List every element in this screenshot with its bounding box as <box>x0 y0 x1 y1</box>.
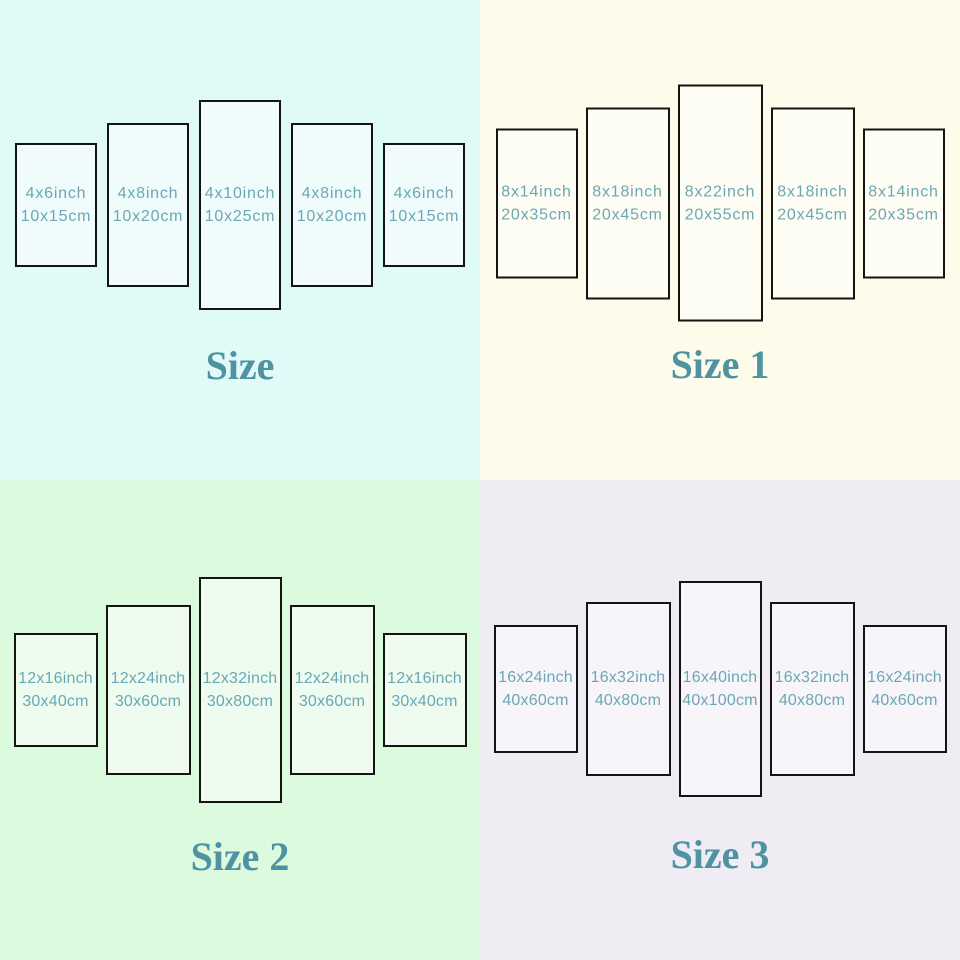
panel-2: 8x18inch 20x45cm <box>585 107 670 299</box>
panel-size-inch: 16x24inch <box>498 669 573 686</box>
panel-size-inch: 4x10inch <box>204 185 276 202</box>
panel-3: 8x22inch 20x55cm <box>677 84 763 322</box>
quadrant-title: Size <box>205 343 275 388</box>
panel-size-cm: 10x15cm <box>388 208 460 225</box>
panel-4: 4x8inch 10x20cm <box>291 123 373 287</box>
panel-2: 4x8inch 10x20cm <box>107 123 189 287</box>
panel-size-inch: 4x6inch <box>25 185 87 202</box>
panel-5: 4x6inch 10x15cm <box>383 143 465 267</box>
panel-size-inch: 12x16inch <box>387 670 462 687</box>
panel-size-cm: 40x80cm <box>778 692 846 709</box>
panel-size-inch: 4x8inch <box>301 185 363 202</box>
panel-size-cm: 10x20cm <box>296 208 368 225</box>
panel-3: 4x10inch 10x25cm <box>199 100 281 310</box>
panel-3: 12x32inch 30x80cm <box>198 577 282 803</box>
panel-4: 16x32inch 40x80cm <box>769 602 855 776</box>
panel-4: 8x18inch 20x45cm <box>770 107 855 299</box>
panel-1: 4x6inch 10x15cm <box>15 143 97 267</box>
panel-5: 16x24inch 40x60cm <box>862 625 947 753</box>
panel-size-cm: 10x20cm <box>112 208 184 225</box>
panel-size-cm: 30x60cm <box>298 693 366 710</box>
quadrant-title: Size 1 <box>670 342 770 387</box>
panel-size-cm: 30x40cm <box>391 693 458 710</box>
quadrant-size: 4x6inch 10x15cm 4x8inch 10x20cm 4x10inch… <box>0 0 480 480</box>
panel-size-inch: 16x40inch <box>682 669 758 686</box>
quadrant-title: Size 2 <box>190 834 290 879</box>
panel-size-inch: 4x8inch <box>117 185 179 202</box>
panel-2: 16x32inch 40x80cm <box>585 602 671 776</box>
quadrant-size-1: 8x14inch 20x35cm 8x18inch 20x45cm 8x22in… <box>480 0 960 480</box>
panel-size-inch: 12x32inch <box>202 670 278 687</box>
quadrant-size-3: 16x24inch 40x60cm 16x32inch 40x80cm 16x4… <box>480 480 960 960</box>
panel-size-cm: 20x35cm <box>501 206 572 223</box>
panel-size-inch: 8x18inch <box>592 183 663 200</box>
panel-size-inch: 4x6inch <box>393 185 455 202</box>
panel-size-cm: 10x15cm <box>20 208 92 225</box>
panel-size-inch: 12x16inch <box>18 670 93 687</box>
quadrant-title: Size 3 <box>670 832 770 877</box>
panel-row: 12x16inch 30x40cm 12x24inch 30x60cm 12x3… <box>0 577 480 803</box>
panel-row: 8x14inch 20x35cm 8x18inch 20x45cm 8x22in… <box>480 84 960 322</box>
panel-size-cm: 40x100cm <box>682 692 758 709</box>
panel-size-cm: 40x60cm <box>502 692 569 709</box>
panel-size-cm: 20x35cm <box>868 206 939 223</box>
panel-size-inch: 8x22inch <box>684 183 756 200</box>
panel-size-cm: 40x80cm <box>594 692 662 709</box>
panel-size-cm: 10x25cm <box>204 208 276 225</box>
panel-size-inch: 16x32inch <box>774 669 850 686</box>
panel-5: 12x16inch 30x40cm <box>382 633 467 747</box>
panel-size-cm: 20x45cm <box>592 206 663 223</box>
panel-size-cm: 20x45cm <box>777 206 848 223</box>
panel-size-cm: 30x40cm <box>22 693 89 710</box>
panel-size-inch: 12x24inch <box>110 670 186 687</box>
panel-size-inch: 8x18inch <box>777 183 848 200</box>
panel-2: 12x24inch 30x60cm <box>105 605 191 775</box>
panel-size-inch: 8x14inch <box>501 183 572 200</box>
panel-1: 12x16inch 30x40cm <box>13 633 98 747</box>
quadrant-size-2: 12x16inch 30x40cm 12x24inch 30x60cm 12x3… <box>0 480 480 960</box>
panel-4: 12x24inch 30x60cm <box>289 605 375 775</box>
panel-1: 8x14inch 20x35cm <box>495 128 578 278</box>
panel-size-inch: 16x32inch <box>590 669 666 686</box>
panel-row: 4x6inch 10x15cm 4x8inch 10x20cm 4x10inch… <box>0 100 480 310</box>
panel-5: 8x14inch 20x35cm <box>862 128 945 278</box>
panel-size-cm: 20x55cm <box>684 206 756 223</box>
panel-size-inch: 8x14inch <box>868 183 939 200</box>
panel-size-cm: 30x60cm <box>114 693 182 710</box>
panel-1: 16x24inch 40x60cm <box>493 625 578 753</box>
panel-size-inch: 16x24inch <box>867 669 942 686</box>
panel-row: 16x24inch 40x60cm 16x32inch 40x80cm 16x4… <box>480 581 960 797</box>
panel-size-inch: 12x24inch <box>294 670 370 687</box>
panel-size-cm: 40x60cm <box>871 692 938 709</box>
panel-3: 16x40inch 40x100cm <box>678 581 762 797</box>
panel-size-cm: 30x80cm <box>206 693 274 710</box>
